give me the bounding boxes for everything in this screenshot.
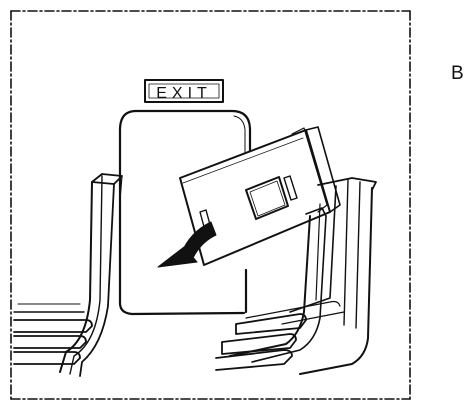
- left-seat: [14, 174, 122, 376]
- panel-label: B: [451, 64, 464, 83]
- window-hatch: [180, 127, 340, 265]
- exit-sign: EXIT: [145, 80, 223, 102]
- exit-sign-text: EXIT: [156, 85, 212, 102]
